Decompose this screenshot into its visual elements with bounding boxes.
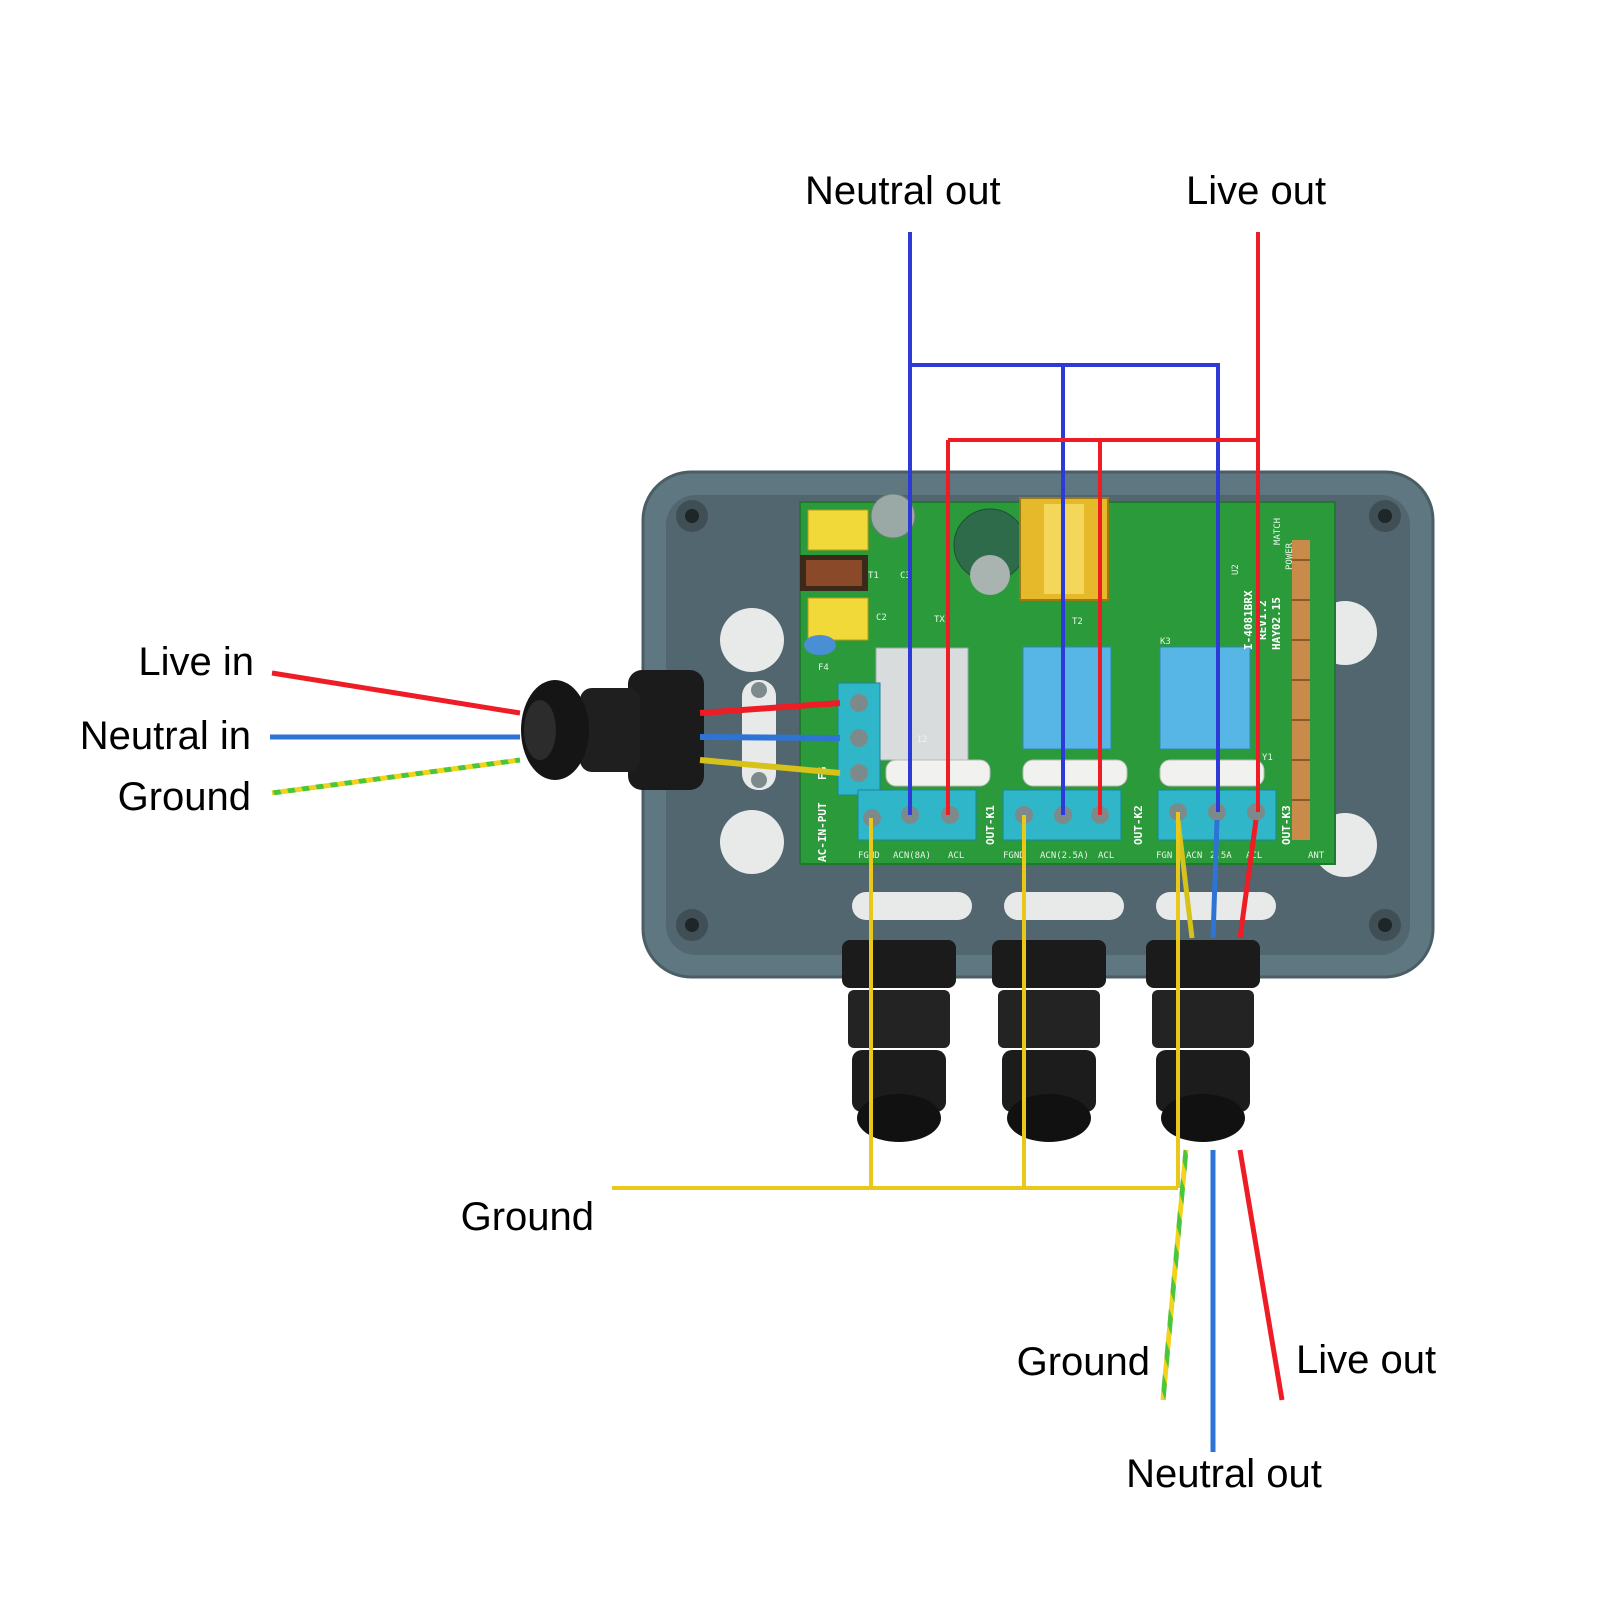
pin-label: ACL: [1246, 851, 1262, 861]
live-out-top-label: Live out: [1186, 169, 1326, 213]
antenna-spring-icon: [1292, 540, 1310, 840]
mounting-hole-icon: [720, 810, 784, 874]
k3-label: K3: [1160, 637, 1171, 647]
mounting-hole-icon: [720, 608, 784, 672]
corner-screw-icon: [1369, 909, 1401, 941]
input-header-text: AC-IN-PUT: [816, 802, 829, 862]
relay-board: 12: [799, 493, 1336, 865]
live-out-bottom-label: Live out: [1296, 1338, 1436, 1382]
ground-bus-lines: [612, 812, 1180, 1190]
live-bus-lines: [946, 232, 1260, 815]
tx-label: TX: [934, 615, 945, 625]
neutral-out-top-label: Neutral out: [805, 169, 1001, 213]
input-wires: [270, 670, 841, 796]
pin-label: ACL: [1098, 851, 1114, 861]
corner-screw-icon: [1369, 500, 1401, 532]
relay-k3-icon: [1159, 646, 1251, 750]
choke-coil-icon: [800, 555, 868, 591]
board-id-text: I-4081BRX: [1242, 590, 1255, 650]
ground-in-wire: [271, 757, 521, 796]
out-k1-label: OUT-K1: [984, 805, 997, 845]
pin-label: 2.5A: [1210, 851, 1232, 861]
ant-label: ANT: [1308, 851, 1325, 861]
ground-in-label: Ground: [118, 775, 251, 819]
neutral-out-bottom-label: Neutral out: [1126, 1452, 1322, 1496]
power-label: POWER: [1285, 542, 1295, 570]
relay-mark: 12: [917, 735, 928, 745]
c3-label: C3: [900, 571, 911, 581]
t2-label: T2: [1072, 617, 1083, 627]
input-terminal-block: [837, 682, 881, 796]
ground-mid-label: Ground: [461, 1195, 594, 1239]
pin-label: FGND: [858, 851, 880, 861]
pin-label: ACL: [948, 851, 964, 861]
relay-k2-icon: [1022, 646, 1112, 750]
cable-gland-left: [521, 670, 704, 790]
match-label: MATCH: [1273, 518, 1283, 545]
fuse-icon: [1022, 759, 1128, 787]
ground-out-wire: [1160, 1149, 1189, 1401]
y1-label: Y1: [1262, 753, 1273, 763]
f4-label: F4: [818, 663, 829, 673]
cable-gland-k1: [842, 940, 956, 1142]
pin-label: ACN(2.5A): [1040, 851, 1089, 861]
output-terminal-k1: [857, 789, 977, 841]
blue-capacitor-icon: [804, 635, 836, 655]
pin-label: ACN(8A): [893, 851, 931, 861]
out-k2-label: OUT-K2: [1132, 805, 1145, 845]
ground-out-label: Ground: [1017, 1340, 1150, 1384]
output-wires: [1160, 819, 1285, 1452]
live-in-label: Live in: [138, 640, 254, 684]
t1-label: T1: [868, 571, 879, 581]
live-out-wire: [1237, 1149, 1285, 1401]
filter-capacitor-icon: [807, 509, 869, 641]
corner-screw-icon: [676, 500, 708, 532]
pin-label: FGN: [1156, 851, 1172, 861]
corner-screw-icon: [676, 909, 708, 941]
live-in-wire: [271, 670, 521, 716]
pin-label: ACN: [1186, 851, 1202, 861]
c2-label: C2: [876, 613, 887, 623]
cable-gland-k2: [992, 940, 1106, 1142]
cable-gland-k3: [1146, 940, 1260, 1142]
electrolytic-capacitor-icon: [870, 493, 1027, 595]
board-date-text: HAY02.15: [1270, 597, 1283, 650]
relay-k1-icon: 12: [875, 647, 969, 761]
pin-label: FGND: [1003, 851, 1025, 861]
fuse-icon: [1159, 759, 1265, 787]
u2-label: U2: [1231, 564, 1241, 575]
out-k3-label: OUT-K3: [1280, 805, 1293, 845]
fuse-icon: [885, 759, 991, 787]
neutral-in-label: Neutral in: [80, 714, 251, 758]
